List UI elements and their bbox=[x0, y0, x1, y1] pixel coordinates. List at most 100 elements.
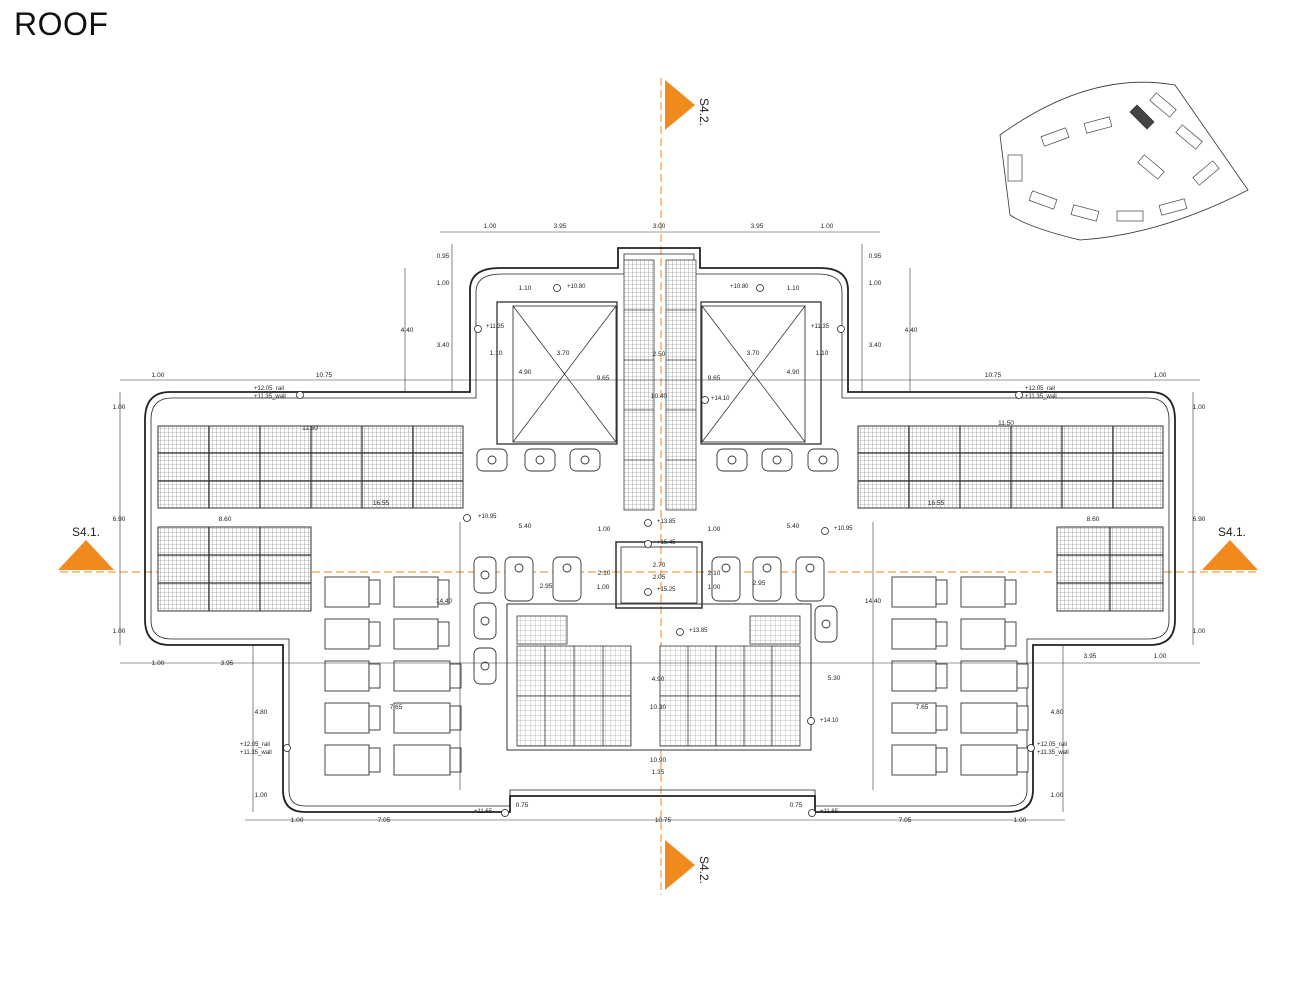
dim-wing-top-2: 10.75 bbox=[316, 372, 333, 379]
dim-lower-left-1: 3.95 bbox=[221, 660, 234, 667]
level-wall-lower-left: +11.35_wall bbox=[240, 750, 272, 756]
level-wall-left: +11.35_wall bbox=[254, 394, 286, 400]
dim-center-right-2: 1.00 bbox=[708, 526, 721, 533]
dim-bottom-6: 7.05 bbox=[899, 817, 912, 824]
dim-top-3: 3.00 bbox=[653, 223, 666, 230]
dim-tower-center: 2.50 bbox=[653, 351, 666, 358]
dim-lower-right-5: 1.00 bbox=[1051, 792, 1064, 799]
solar-collectors-right bbox=[891, 576, 1029, 776]
dim-side-right-3: 1.00 bbox=[1193, 628, 1206, 635]
dim-lower-center-3: 10.90 bbox=[650, 757, 667, 764]
dim-lower-right-3: 7.65 bbox=[916, 704, 929, 711]
dim-center-right-3: 2.10 bbox=[708, 570, 721, 577]
dim-wing-top-4: 1.00 bbox=[1154, 372, 1167, 379]
level-1410-lower: +14.10 bbox=[820, 718, 839, 724]
central-roof-hatch bbox=[615, 541, 703, 609]
dim-center-left-4: 2.95 bbox=[540, 583, 553, 590]
level-1545: +15.45 bbox=[657, 540, 676, 546]
dim-center-left-1: 5.40 bbox=[519, 523, 532, 530]
dim-top-2: 3.95 bbox=[554, 223, 567, 230]
section-label-s42-bottom: S4.2. bbox=[697, 856, 711, 884]
dim-bottom-3: 0.75 bbox=[516, 802, 529, 809]
dim-lower-right-2: 4.80 bbox=[1051, 709, 1064, 716]
section-marker-s41-left bbox=[58, 540, 114, 570]
dim-bottom-7: 1.00 bbox=[1014, 817, 1027, 824]
level-1095-right: +10.95 bbox=[834, 526, 853, 532]
dim-bottom-2: 7.05 bbox=[378, 817, 391, 824]
dim-tower-left-2: 1.10 bbox=[490, 350, 503, 357]
dim-lower-left-2: 4.80 bbox=[255, 709, 268, 716]
level-1095-left: +10.95 bbox=[478, 514, 497, 520]
stair-tower-right bbox=[700, 301, 822, 445]
dim-bottom-5: 0.75 bbox=[790, 802, 803, 809]
dim-center-right-4: 2.95 bbox=[753, 580, 766, 587]
dim-wing-top-3: 10.75 bbox=[985, 372, 1002, 379]
dim-center-hatch-2: 2.05 bbox=[653, 574, 666, 581]
dim-tower-left-5: 9.65 bbox=[597, 375, 610, 382]
dim-bottom-1: 1.00 bbox=[291, 817, 304, 824]
section-label-s41-right: S4.1. bbox=[1218, 525, 1246, 539]
dim-tower-right-3: 3.70 bbox=[747, 350, 760, 357]
dim-top-5: 1.00 bbox=[821, 223, 834, 230]
dim-top-side-left-2: 1.00 bbox=[437, 280, 450, 287]
dim-lower-left-3: 7.65 bbox=[390, 704, 403, 711]
level-1165-left: +11.65 bbox=[474, 809, 493, 815]
water-tanks bbox=[473, 448, 839, 685]
dim-center-right-1: 5.40 bbox=[787, 523, 800, 530]
level-wall-right: +11.35_wall bbox=[1025, 394, 1057, 400]
dim-center-left-5: 1.00 bbox=[597, 584, 610, 591]
dim-lower-right-4: 5.30 bbox=[828, 675, 841, 682]
dim-center-hatch-1: 2.70 bbox=[653, 562, 666, 569]
dim-side-left-3: 1.00 bbox=[113, 628, 126, 635]
level-rail-left: +12.05_rail bbox=[254, 386, 284, 392]
dim-side-left-2: 6.90 bbox=[113, 516, 126, 523]
level-1135-left: +11.35 bbox=[486, 324, 505, 330]
pv-array-right-upper bbox=[857, 425, 1164, 509]
dim-wing-left-3: 8.60 bbox=[219, 516, 232, 523]
section-label-s42-top: S4.2. bbox=[697, 98, 711, 126]
section-marker-s42-bottom bbox=[665, 840, 695, 890]
central-pv-strips bbox=[623, 259, 697, 511]
dim-lower-right-0: 1.00 bbox=[1154, 653, 1167, 660]
dim-center-left-3: 2.10 bbox=[598, 570, 611, 577]
dim-tower-left-4: 4.90 bbox=[519, 369, 532, 376]
dim-wing-left-2: 16.55 bbox=[373, 500, 390, 507]
dim-lower-center-4: 1.35 bbox=[652, 769, 665, 776]
drawing-title: ROOF bbox=[14, 6, 109, 42]
dim-wing-right-1: 11.50 bbox=[998, 420, 1014, 427]
dim-tower-right-1: 1.10 bbox=[787, 285, 800, 292]
building-outline bbox=[144, 247, 1176, 813]
dim-top-side-left-3: 4.40 bbox=[401, 327, 414, 334]
dim-tower-left-3: 3.70 bbox=[557, 350, 570, 357]
dimension-labels: 1.00 3.95 3.00 3.95 1.00 0.95 1.00 4.40 … bbox=[113, 223, 1206, 824]
level-1410-top: +14.10 bbox=[711, 396, 730, 402]
section-marker-s42-top bbox=[665, 80, 695, 130]
level-1525: +15.25 bbox=[657, 587, 676, 593]
level-rail-lower-left: +12.05_rail bbox=[240, 742, 270, 748]
dim-bottom-4: 10.75 bbox=[655, 817, 672, 824]
dim-tower-right-5: 9.65 bbox=[708, 375, 721, 382]
dim-top-side-right-3: 4.40 bbox=[905, 327, 918, 334]
dim-side-right-1: 1.00 bbox=[1193, 404, 1206, 411]
dim-top-side-right-1: 0.95 bbox=[869, 253, 882, 260]
level-1080-right: +10.80 bbox=[730, 284, 749, 290]
dim-lower-left-0: 1.00 bbox=[152, 660, 165, 667]
dim-lower-center-1: 4.90 bbox=[652, 676, 665, 683]
section-label-s41-left: S4.1. bbox=[72, 525, 100, 539]
stair-tower-left bbox=[496, 301, 618, 445]
dim-top-side-right-4: 3.40 bbox=[869, 342, 882, 349]
dim-height-left: 14.40 bbox=[436, 598, 453, 605]
level-markers: +12.05_rail +11.35_wall +12.05_rail +11.… bbox=[240, 284, 1069, 817]
dim-wing-right-3: 8.60 bbox=[1087, 516, 1100, 523]
dim-wing-right-2: 16.55 bbox=[928, 500, 945, 507]
pv-array-center-lower bbox=[506, 603, 812, 751]
dim-top-4: 3.95 bbox=[751, 223, 764, 230]
solar-collectors-left bbox=[324, 576, 462, 776]
dimension-lines bbox=[119, 231, 1200, 821]
level-1385-lower: +13.85 bbox=[689, 628, 708, 634]
level-1165-right: +11.65 bbox=[820, 809, 839, 815]
dim-tower-right-4: 4.90 bbox=[787, 369, 800, 376]
dim-center-right-5: 1.00 bbox=[708, 584, 721, 591]
dim-top-1: 1.00 bbox=[484, 223, 497, 230]
